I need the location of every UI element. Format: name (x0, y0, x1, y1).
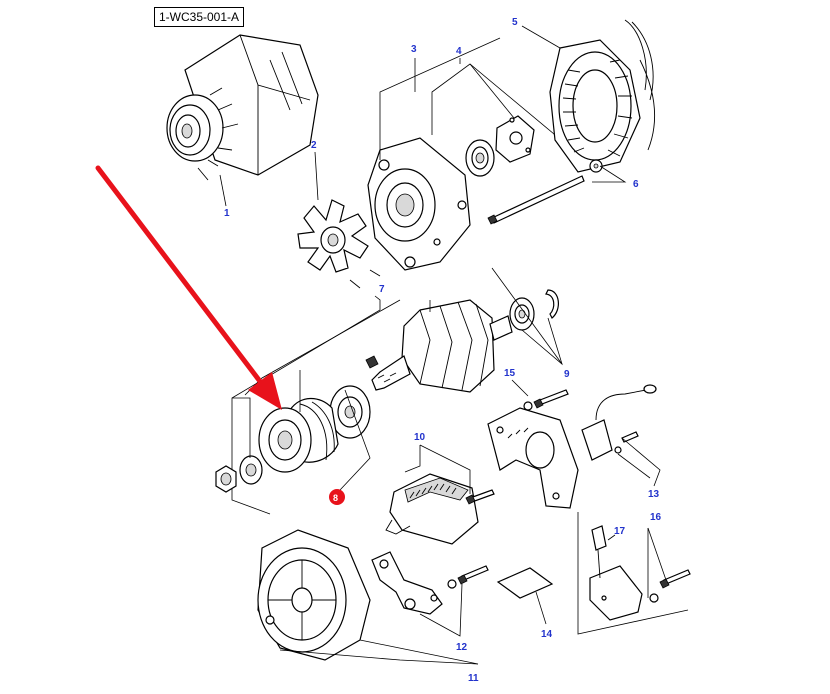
fan (297, 199, 381, 289)
callout-5: 5 (512, 17, 518, 28)
pulley-assembly (215, 385, 371, 493)
leader-9b (491, 267, 563, 365)
leader-8a (232, 397, 251, 458)
rotor (371, 299, 513, 393)
regulator-lead (581, 384, 657, 461)
leader-4b (469, 63, 515, 119)
leader-4 (431, 63, 555, 135)
leader-10b (419, 444, 471, 494)
brush-holder-bracket (487, 389, 579, 509)
leader-13 (621, 437, 661, 487)
leader-11 (279, 649, 479, 665)
woodruff-key (365, 355, 379, 369)
highlight-arrow (95, 165, 282, 410)
callout-12: 12 (456, 642, 468, 653)
through-bolts (487, 159, 603, 225)
bearing-and-plate (465, 115, 569, 177)
gasket (496, 567, 554, 599)
leader-7-bracket (231, 295, 381, 515)
rectifier (385, 473, 495, 545)
leader-3 (379, 37, 501, 160)
callout-10: 10 (414, 432, 426, 443)
leader-1 (219, 174, 227, 207)
regulator (589, 525, 691, 621)
alternator-assembly (166, 34, 319, 181)
leader-6 (592, 165, 627, 183)
leader-14 (535, 591, 547, 625)
callout-1: 1 (224, 208, 230, 219)
callout-9: 9 (564, 369, 570, 380)
leader-2 (314, 151, 319, 201)
callout-3: 3 (411, 44, 417, 55)
leader-11b (359, 639, 479, 665)
callout-16: 16 (650, 512, 662, 523)
leader-5 (521, 25, 561, 49)
leader-16b (647, 527, 667, 581)
callout-6: 6 (633, 179, 639, 190)
stator (549, 19, 656, 173)
callout-15: 15 (504, 368, 516, 379)
leader-15 (511, 379, 529, 397)
callout-11: 11 (468, 673, 479, 684)
callout-2: 2 (311, 140, 317, 151)
support-bracket (371, 551, 489, 615)
leader-regulator-frame (577, 512, 689, 635)
slip-ring-end-cover (257, 529, 371, 661)
drive-end-bracket (367, 137, 471, 271)
callout-8-marker (329, 489, 345, 505)
figure-reference-label: 1-WC35-001-A (154, 7, 244, 27)
callout-8: 8 (333, 493, 338, 503)
callout-4: 4 (456, 46, 462, 57)
callout-17: 17 (614, 526, 626, 537)
leader-17 (607, 534, 616, 541)
leader-12 (419, 583, 463, 637)
bearing-and-circlip (509, 289, 559, 331)
callout-7: 7 (379, 284, 385, 295)
leader-10a (404, 445, 421, 473)
callout-14: 14 (541, 629, 553, 640)
callout-13: 13 (648, 489, 660, 500)
leader-13b (617, 453, 651, 479)
leader-8c (339, 389, 371, 491)
